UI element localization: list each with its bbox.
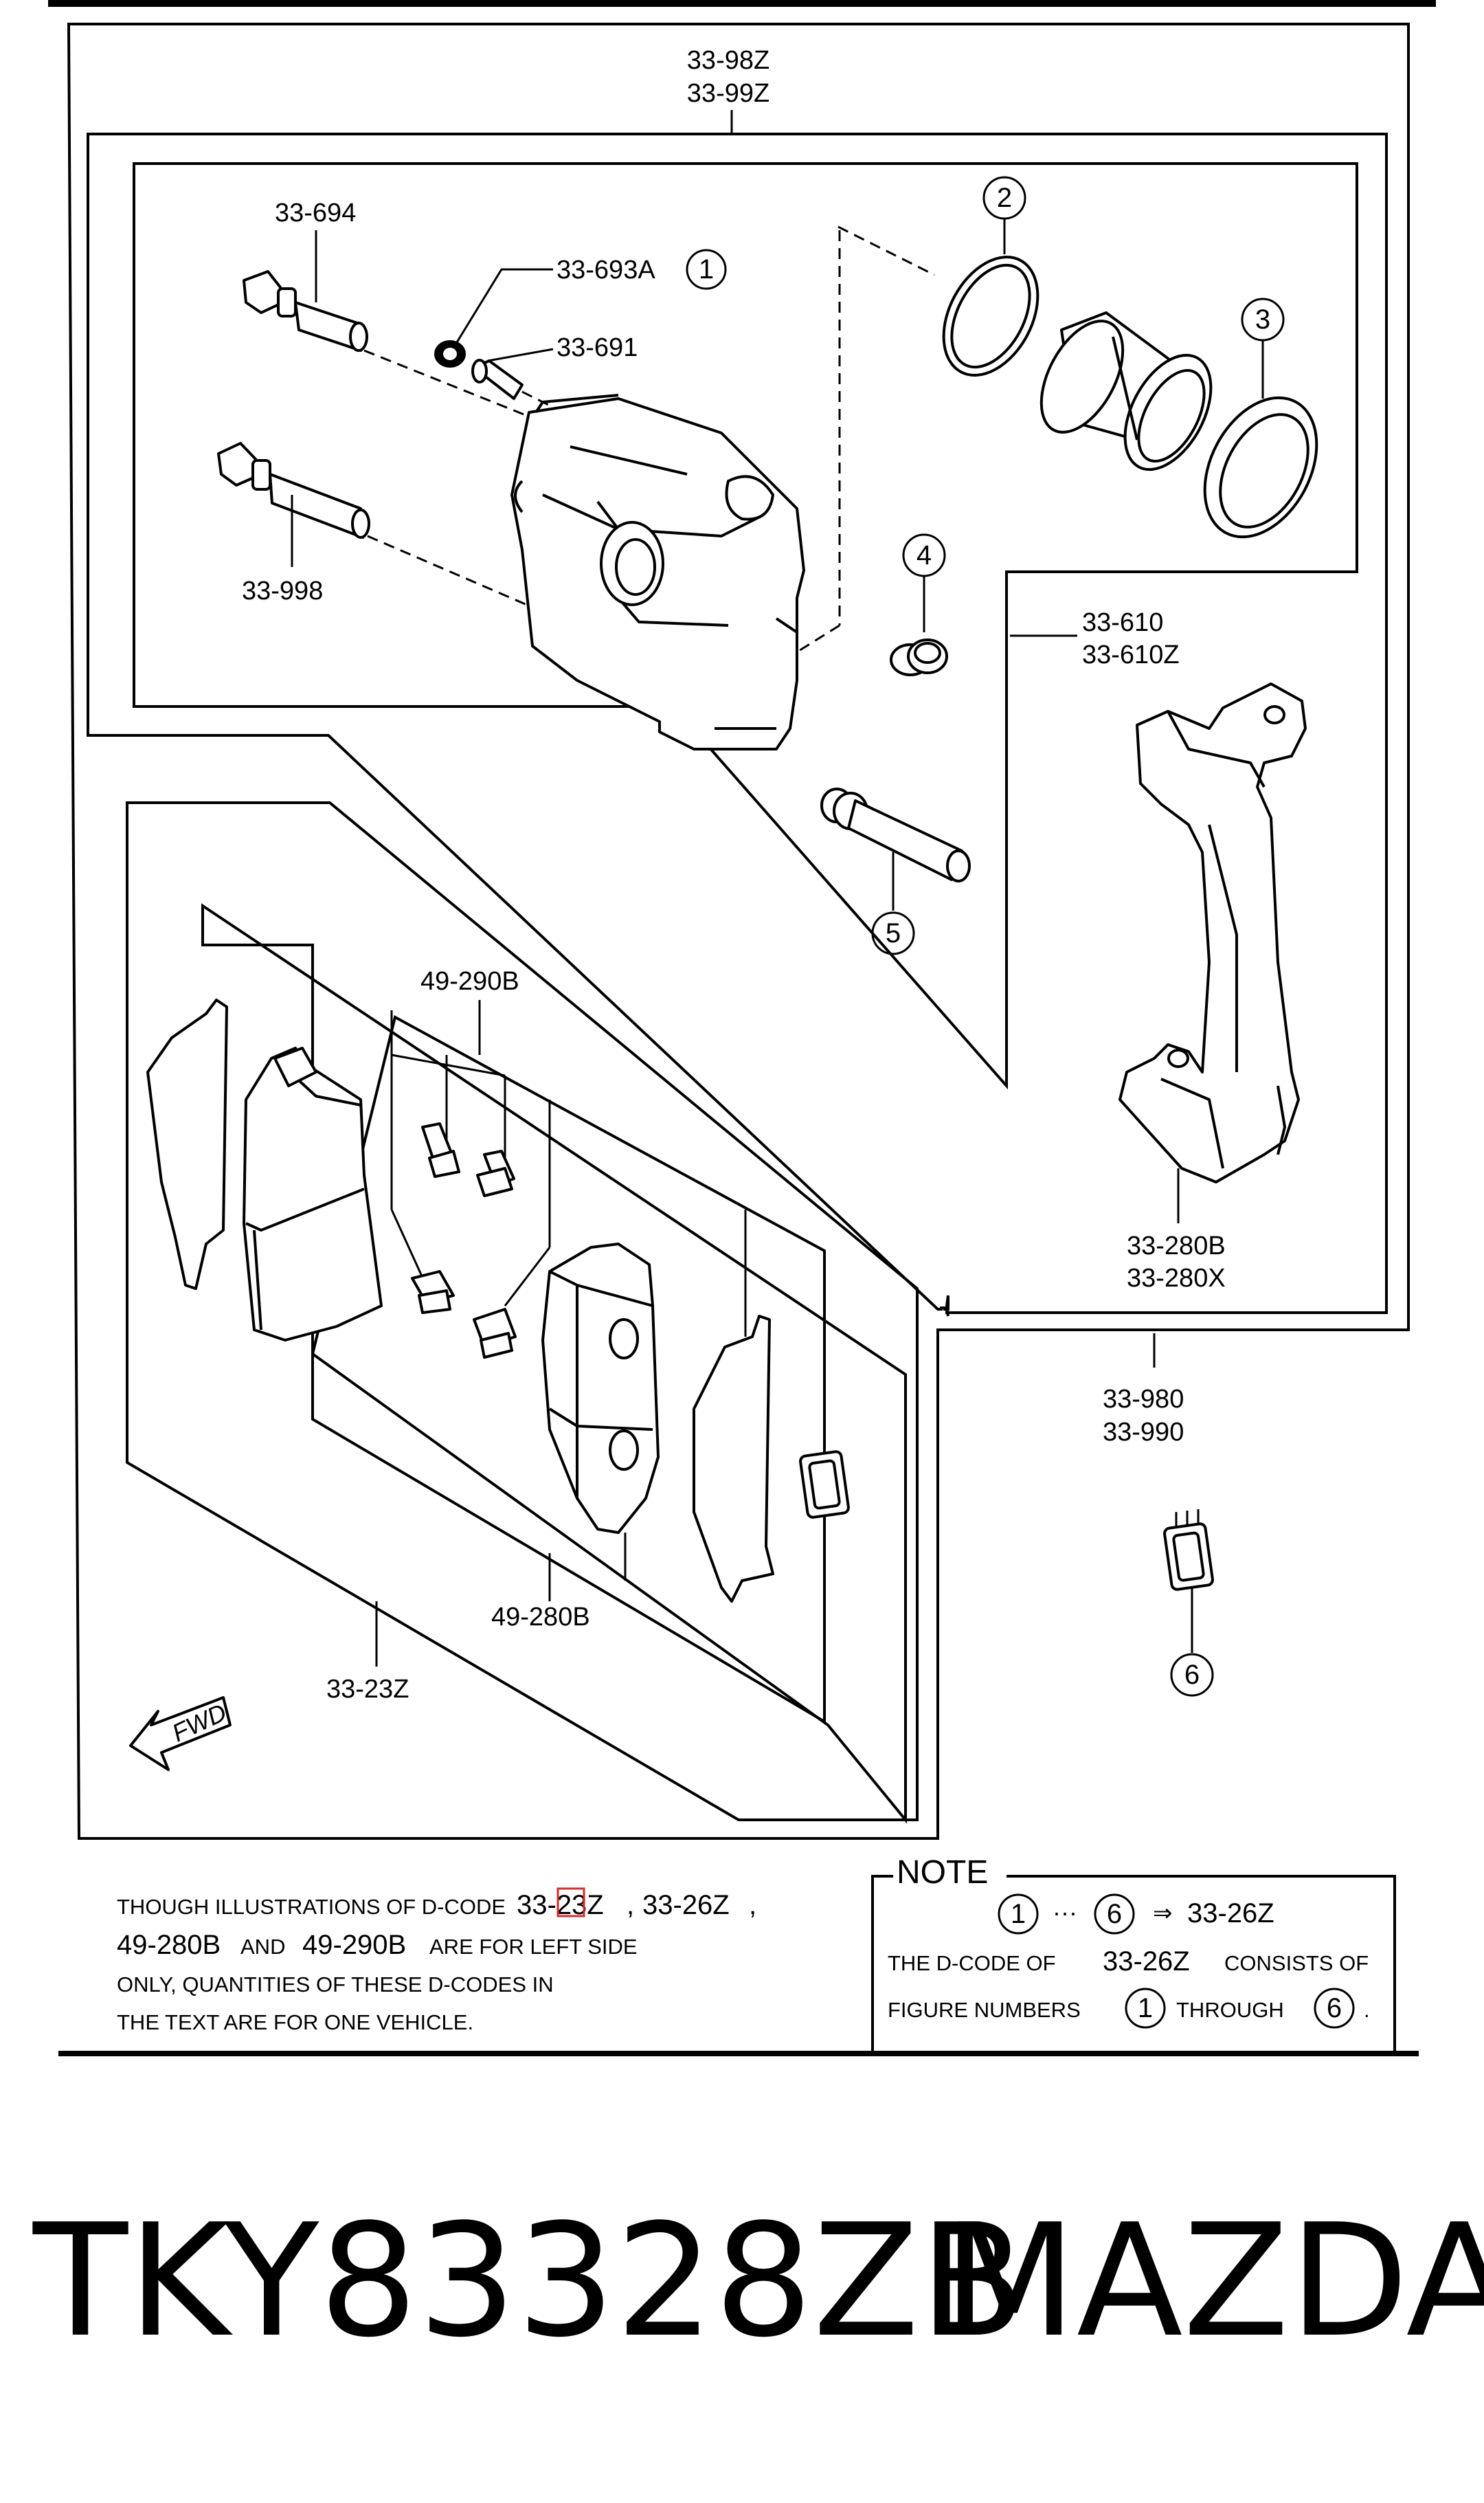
outer-shim [146,999,228,1290]
callout-5-circle [871,911,915,955]
fwd-arrow: FWD [129,1696,232,1771]
svg-text:.: . [1364,1998,1370,2022]
pad-sensor-part [799,1450,850,1519]
label-pad-set: 49-280B [491,1603,590,1632]
label-assembly-2: 33-99Z [687,79,769,108]
piston-part [1039,311,1213,471]
callout-3: 3 [1255,304,1270,335]
guide-pin-part [820,788,971,882]
outer-frame [67,23,1410,1840]
shim-frame [311,1014,826,1724]
label-clip-1: 33-280B [1127,1232,1226,1260]
svg-text:FWD: FWD [168,1698,231,1747]
label-boot: 33-693A [556,256,655,285]
bolt-lower-part [217,442,370,539]
callout-6: 6 [1184,1660,1200,1690]
svg-text:6: 6 [1107,1899,1122,1929]
pin-boot-part [890,638,948,676]
svg-text:AND: AND [240,1935,285,1959]
brand-name: MAZDA [943,2191,1484,2372]
highlight-box [556,1887,585,1917]
pad-inner-frame [201,903,907,1824]
label-shim-kit: 33-23Z [326,1675,409,1704]
label-assembly-1: 33-98Z [687,46,769,75]
svg-text:33-26Z: 33-26Z [1187,1898,1274,1928]
callout-5: 5 [886,918,901,948]
label-bolt-lower: 33-998 [242,577,323,605]
svg-text:THOUGH ILLUSTRATIONS OF D-CODE: THOUGH ILLUSTRATIONS OF D-CODE [117,1895,506,1919]
svg-text:···: ··· [1053,1898,1077,1926]
pad-clip-2 [476,1150,515,1197]
svg-text:,: , [627,1890,634,1920]
inner-shim [693,1315,774,1603]
note-box: NOTE 1 ··· 6 ⇒ 33-26Z THE D-CODE OF 33-2… [871,1854,1396,2056]
clip-kit-part [1163,1509,1214,1591]
inner-caliper-frame [133,162,1358,1090]
dust-boot-part [1203,396,1318,539]
inner-pad [541,1243,660,1534]
svg-text:FIGURE NUMBERS: FIGURE NUMBERS [888,1998,1081,2022]
label-bolt-upper: 33-694 [275,199,356,227]
footer: TKY83328ZB MAZDA [0,2179,1484,2385]
svg-text:1: 1 [1138,1993,1153,2023]
label-bleeder: 33-691 [556,333,638,362]
pad-clip-4 [473,1308,517,1359]
svg-text:33-26Z: 33-26Z [642,1890,730,1920]
svg-text:THE D-CODE OF: THE D-CODE OF [888,1951,1056,1975]
svg-text:⇒: ⇒ [1153,1900,1173,1926]
callout-6-circle [1170,1653,1214,1697]
caliper-frame-b [945,1309,949,1317]
svg-text:49-280B: 49-280B [117,1930,221,1960]
label-bracket-1: 33-610 [1082,608,1163,637]
bolt-upper-part [243,270,368,352]
label-kit-2: 33-990 [1103,1418,1184,1447]
callout-1: 1 [699,254,714,285]
pad-clip-3 [411,1270,455,1314]
label-pad-kit: 49-290B [420,967,519,996]
callout-2: 2 [997,183,1012,213]
svg-text:ARE FOR LEFT SIDE: ARE FOR LEFT SIDE [429,1935,638,1959]
callout-4: 4 [917,540,932,570]
svg-text:49-290B: 49-290B [302,1930,406,1960]
label-bracket-2: 33-610Z [1082,641,1180,669]
svg-text:NOTE: NOTE [897,1854,988,1891]
svg-text:1: 1 [1011,1899,1026,1929]
svg-text:CONSISTS OF: CONSISTS OF [1224,1951,1369,1975]
pad-frame [126,801,919,1821]
caliper-body [510,394,805,750]
note-left: THOUGH ILLUSTRATIONS OF D-CODE 33-23Z , … [117,1887,756,2034]
bracket-part [1118,682,1307,1183]
svg-text:THROUGH: THROUGH [1176,1998,1284,2022]
svg-text:6: 6 [1327,1993,1342,2023]
outer-pad [243,1047,383,1342]
label-clip-2: 33-280X [1127,1264,1226,1293]
svg-text:33-26Z: 33-26Z [1103,1946,1190,1977]
seal-ring-part [942,256,1039,377]
svg-text:THE TEXT ARE FOR ONE VEHICLE.: THE TEXT ARE FOR ONE VEHICLE. [117,2010,473,2034]
label-kit-1: 33-980 [1103,1385,1184,1414]
pad-clip-1 [421,1122,460,1178]
part-number: TKY83328ZB [33,2191,1026,2372]
caliper-frame [87,133,1388,1314]
svg-text:ONLY, QUANTITIES OF THESE D-CO: ONLY, QUANTITIES OF THESE D-CODES IN [117,1972,554,1996]
callout-1-circle [686,249,727,290]
svg-text:,: , [749,1890,756,1920]
